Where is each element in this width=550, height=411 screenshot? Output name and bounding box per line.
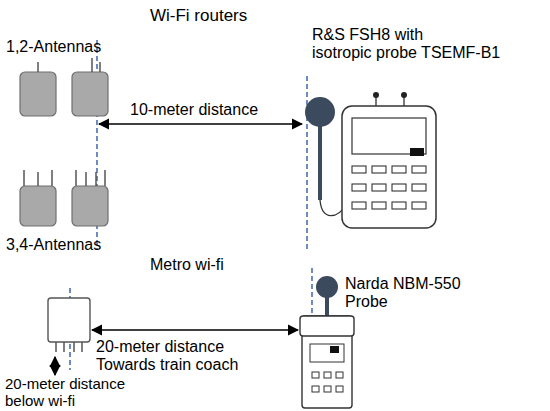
text-label: Narda NBM-550 Probe bbox=[345, 275, 461, 311]
text-label: R&S FSH8 with isotropic probe TSEMF-B1 bbox=[312, 26, 500, 62]
text-label: 20-meter distance Towards train coach bbox=[96, 338, 238, 374]
text-label: 1,2-Antennas bbox=[6, 38, 101, 56]
text-label: Wi-Fi routers bbox=[150, 6, 247, 25]
text-label: 10-meter distance bbox=[130, 101, 258, 119]
text-label: 3,4-Antennas bbox=[6, 236, 101, 254]
text-label: 20-meter distance below wi-fi bbox=[5, 376, 125, 410]
text-label: Metro wi-fi bbox=[150, 256, 224, 274]
